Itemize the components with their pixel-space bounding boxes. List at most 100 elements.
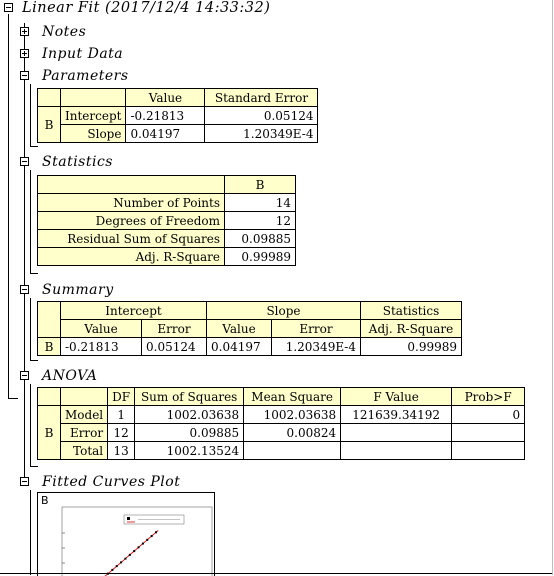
bottom-border-line xyxy=(0,573,552,574)
parameters-corner-cell-2 xyxy=(59,88,127,107)
anova-header-p: Prob>F xyxy=(451,387,526,406)
parameters-cell[interactable]: -0.21813 xyxy=(125,106,206,125)
anova-cell[interactable]: 1 xyxy=(107,405,136,424)
anova-row-label: Total xyxy=(59,441,109,460)
stats-connector xyxy=(30,273,38,274)
plot-data-point xyxy=(111,568,114,571)
plot-graph xyxy=(61,506,213,576)
statistics-table: B Number of Points 14 Degrees of Freedom… xyxy=(37,175,296,266)
anova-corner-cell xyxy=(37,387,61,406)
parameters-cell[interactable]: 0.04197 xyxy=(125,124,206,143)
parameters-cell[interactable]: 1.20349E-4 xyxy=(204,124,319,143)
summary-subheader: Value xyxy=(206,319,272,338)
anova-cell[interactable] xyxy=(451,441,526,460)
summary-table: Intercept Slope Statistics Value Error V… xyxy=(37,301,462,356)
anova-cell[interactable] xyxy=(340,423,453,442)
statistics-row-label: Degrees of Freedom xyxy=(37,211,225,230)
parameters-corner-cell xyxy=(37,88,61,107)
plot-label: B xyxy=(41,494,49,507)
summary-cell[interactable]: 1.20349E-4 xyxy=(271,337,361,356)
anova-cell[interactable]: 12 xyxy=(107,423,136,442)
tree-line-anova xyxy=(30,384,31,466)
summary-group-intercept: Intercept xyxy=(60,301,207,320)
summary-cell[interactable]: 0.04197 xyxy=(206,337,272,356)
summary-subheader: Adj. R-Square xyxy=(360,319,462,338)
tree-line-root-h xyxy=(8,398,18,399)
summary-cell[interactable]: 0.99989 xyxy=(360,337,462,356)
plot-legend-marker xyxy=(127,517,130,520)
summary-connector xyxy=(30,360,38,361)
plot-data-point xyxy=(141,542,144,545)
parameters-group-label: B xyxy=(37,106,61,143)
node-statistics[interactable]: Statistics xyxy=(42,154,113,170)
anova-cell[interactable]: 1002.03638 xyxy=(134,405,245,424)
anova-cell[interactable]: 0.09885 xyxy=(134,423,245,442)
node-notes[interactable]: Notes xyxy=(42,24,87,40)
node-anova[interactable]: ANOVA xyxy=(42,368,98,384)
node-input-data[interactable]: Input Data xyxy=(42,46,124,62)
anova-cell[interactable] xyxy=(243,441,342,460)
statistics-cell[interactable]: 12 xyxy=(224,211,296,230)
tree-line-stats xyxy=(30,170,31,274)
plot-frame xyxy=(61,506,213,576)
plot-data-point xyxy=(120,561,123,564)
anova-cell[interactable]: 1002.03638 xyxy=(243,405,342,424)
parameters-table: Value Standard Error B Intercept -0.2181… xyxy=(37,88,319,143)
anova-header-ss: Sum of Squares xyxy=(134,387,245,406)
anova-row-label: Model xyxy=(59,405,109,424)
plot-data-point xyxy=(115,565,118,568)
statistics-cell[interactable]: 0.09885 xyxy=(224,229,296,248)
anova-cell[interactable] xyxy=(340,441,453,460)
root-collapse-toggle[interactable] xyxy=(4,3,13,12)
right-edge-line xyxy=(552,0,553,575)
summary-group-statistics: Statistics xyxy=(360,301,462,320)
statistics-header-b: B xyxy=(224,175,296,194)
notes-expand-toggle[interactable] xyxy=(20,27,29,36)
anova-cell[interactable]: 121639.34192 xyxy=(340,405,453,424)
summary-group-slope: Slope xyxy=(206,301,361,320)
statistics-cell[interactable]: 0.99989 xyxy=(224,247,296,266)
parameters-header-value: Value xyxy=(125,88,206,107)
anova-cell[interactable]: 1002.13524 xyxy=(134,441,245,460)
statistics-row-label: Residual Sum of Squares xyxy=(37,229,225,248)
input-data-expand-toggle[interactable] xyxy=(20,49,29,58)
parameters-collapse-toggle[interactable] xyxy=(20,71,29,80)
node-fitted-curves-plot[interactable]: Fitted Curves Plot xyxy=(42,474,181,490)
tree-line-summary xyxy=(30,298,31,360)
summary-cell[interactable]: 0.05124 xyxy=(141,337,207,356)
statistics-corner-cell xyxy=(37,175,225,194)
node-summary[interactable]: Summary xyxy=(42,282,114,298)
statistics-cell[interactable]: 14 xyxy=(224,193,296,212)
plot-data-point xyxy=(124,557,127,560)
statistics-collapse-toggle[interactable] xyxy=(20,157,29,166)
statistics-row-label: Number of Points xyxy=(37,193,225,212)
plot-data-point xyxy=(150,535,153,538)
summary-row-label: B xyxy=(37,337,61,356)
node-parameters[interactable]: Parameters xyxy=(42,68,129,84)
anova-header-ms: Mean Square xyxy=(243,387,342,406)
anova-cell[interactable]: 13 xyxy=(107,441,136,460)
params-connector xyxy=(30,146,38,147)
summary-collapse-toggle[interactable] xyxy=(20,285,29,294)
parameters-cell[interactable]: 0.05124 xyxy=(204,106,319,125)
plot-data-point xyxy=(133,550,136,553)
anova-header-df: DF xyxy=(107,387,136,406)
anova-cell[interactable]: 0 xyxy=(451,405,526,424)
fitted-curves-plot[interactable]: B xyxy=(37,492,215,576)
summary-subheader: Error xyxy=(141,319,207,338)
parameters-row-label: Slope xyxy=(59,124,127,143)
summary-cell[interactable]: -0.21813 xyxy=(60,337,142,356)
anova-cell[interactable] xyxy=(451,423,526,442)
plot-collapse-toggle[interactable] xyxy=(20,477,29,486)
root-title[interactable]: Linear Fit (2017/12/4 14:33:32) xyxy=(22,0,271,16)
anova-row-label: Error xyxy=(59,423,109,442)
anova-collapse-toggle[interactable] xyxy=(20,371,29,380)
tree-line-root xyxy=(8,14,9,398)
anova-group-label: B xyxy=(37,405,61,460)
anova-header-f: F Value xyxy=(340,387,453,406)
plot-data-point xyxy=(155,531,157,534)
anova-table: DF Sum of Squares Mean Square F Value Pr… xyxy=(37,387,526,460)
anova-cell[interactable]: 0.00824 xyxy=(243,423,342,442)
parameters-row-label: Intercept xyxy=(59,106,127,125)
summary-corner-cell xyxy=(37,301,61,338)
